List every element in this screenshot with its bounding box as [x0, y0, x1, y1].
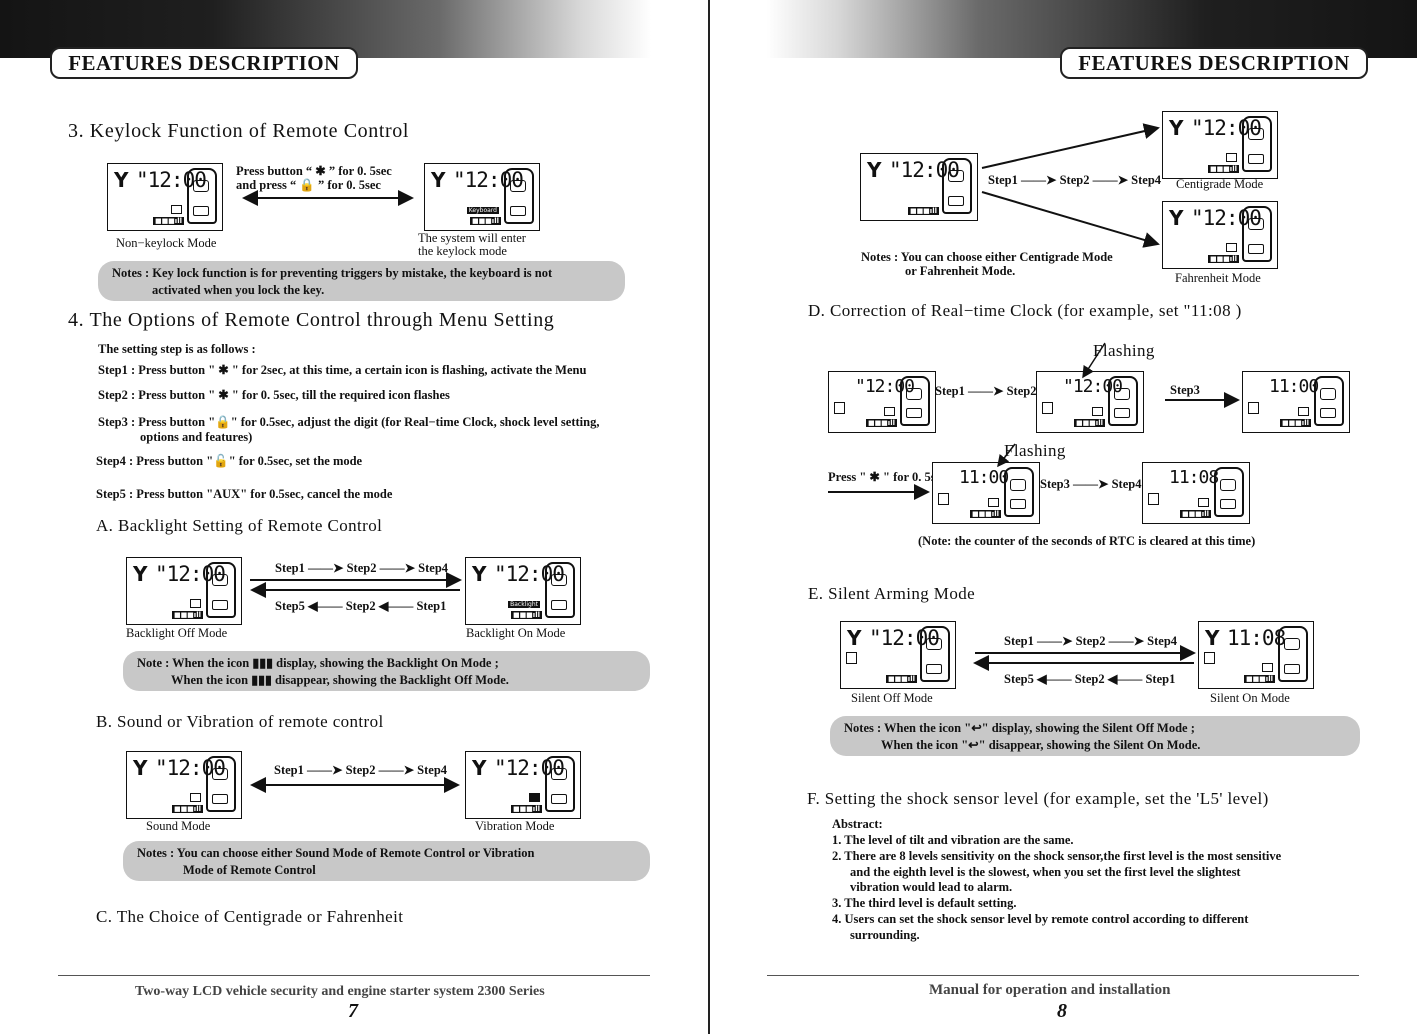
right-arrows	[828, 123, 1240, 671]
silent-off-label: Silent Off Mode	[851, 691, 933, 705]
backlight-steps-back: Step5 ◀—— Step2 ◀—— Step1	[275, 599, 447, 613]
lcd-keylock: Y"12:00 Keyboard■■■ıll	[424, 163, 540, 231]
section-3-title: 3. Keylock Function of Remote Control	[68, 120, 410, 142]
backlight-on-label: Backlight On Mode	[466, 626, 566, 640]
lcd-clock-3: 11:00 ■■■ıll	[1242, 371, 1350, 433]
section-b-title: B. Sound or Vibration of remote control	[96, 712, 384, 731]
clock-step-3: Step3	[1170, 383, 1200, 397]
lcd-temp-start: Y"12:00 ■■■ıll	[860, 153, 978, 221]
silent-steps-forward: Step1 ——➤ Step2 ——➤ Step4	[1004, 634, 1178, 648]
silent-on-label: Silent On Mode	[1210, 691, 1290, 705]
setting-step-4: Step4 : Press button "🔓" for 0.5sec, set…	[96, 454, 363, 468]
setting-step-3-cont: options and features)	[140, 430, 253, 444]
page-number: 8	[1057, 1000, 1067, 1022]
temp-note-2: or Fahrenheit Mode.	[905, 264, 1016, 278]
section-a-title: A. Backlight Setting of Remote Control	[96, 516, 383, 535]
lcd-non-keylock: Y"12:00 ■■■ıll	[107, 163, 223, 231]
temp-note-1: Notes : You can choose either Centigrade…	[861, 250, 1113, 264]
right-page: FEATURES DESCRIPTION Y"12:00 ■■■ıll Step…	[710, 0, 1417, 1034]
sound-label: Sound Mode	[146, 819, 211, 833]
lcd-centigrade: Y"12:00 ■■■ıll	[1162, 111, 1278, 179]
lcd-clock-2: "12:00 ■■■ıll	[1036, 371, 1144, 433]
backlight-note: Note : When the icon ▮▮▮ display, showin…	[123, 651, 650, 691]
non-keylock-label: Non−keylock Mode	[116, 236, 217, 250]
section-c-title: C. The Choice of Centigrade or Fahrenhei…	[96, 907, 404, 926]
abstract-item-2: 2. There are 8 levels sensitivity on the…	[832, 849, 1282, 863]
press-button-half-sec: Press " ✱ " for 0. 5sec	[828, 470, 947, 484]
lcd-backlight-off: Y"12:00 ■■■ıll	[126, 557, 242, 625]
setting-step-1: Step1 : Press button " ✱ " for 2sec, at …	[98, 363, 587, 377]
keylock-enter-1: The system will enter	[418, 231, 526, 245]
sound-steps: Step1 ——➤ Step2 ——➤ Step4	[274, 763, 448, 777]
abstract-item-4: 4. Users can set the shock sensor level …	[832, 912, 1249, 926]
flashing-label-2: Flashing	[1004, 441, 1066, 460]
keylock-press-2: and press “ 🔒 ” for 0. 5sec	[236, 178, 381, 192]
centigrade-label: Centigrade Mode	[1176, 177, 1264, 191]
keylock-note: Notes : Key lock function is for prevent…	[98, 261, 625, 301]
left-arrows	[242, 190, 462, 793]
header-title: FEATURES DESCRIPTION	[50, 47, 358, 79]
temp-steps: Step1 ——➤ Step2 ——➤ Step4	[988, 173, 1162, 187]
clock-steps-1-2: Step1 ——➤ Step2	[935, 384, 1037, 398]
abstract-item-3: 3. The third level is default setting.	[832, 896, 1017, 910]
section-e-title: E. Silent Arming Mode	[808, 584, 976, 603]
lcd-clock-5: 11:08 ■■■ıll	[1142, 462, 1250, 524]
silent-note: Notes : When the icon "↩" display, showi…	[830, 716, 1360, 756]
footer-text: Two-way LCD vehicle security and engine …	[135, 984, 545, 999]
clock-note: (Note: the counter of the seconds of RTC…	[918, 534, 1256, 548]
footer-rule	[767, 975, 1359, 976]
setting-intro: The setting step is as follows :	[98, 342, 256, 356]
setting-step-2: Step2 : Press button " ✱ " for 0. 5sec, …	[98, 388, 450, 402]
keylock-press-1: Press button “ ✱ ” for 0. 5sec	[236, 164, 392, 178]
header-title: FEATURES DESCRIPTION	[1060, 47, 1368, 79]
abstract-item-2-cont: and the eighth level is the slowest, whe…	[850, 865, 1241, 879]
footer-text: Manual for operation and installation	[929, 982, 1171, 998]
abstract-item-1: 1. The level of tilt and vibration are t…	[832, 833, 1074, 847]
section-d-title: D. Correction of Real−time Clock (for ex…	[808, 301, 1242, 320]
keylock-enter-2: the keylock mode	[418, 244, 507, 258]
abstract-item-2-cont-2: vibration would lead to alarm.	[850, 880, 1013, 894]
silent-steps-back: Step5 ◀—— Step2 ◀—— Step1	[1004, 672, 1176, 686]
section-4-title: 4. The Options of Remote Control through…	[68, 309, 555, 331]
left-page: FEATURES DESCRIPTION 3. Keylock Function…	[0, 0, 710, 1034]
clock-steps-3-4: Step3 ——➤ Step4	[1040, 477, 1142, 491]
sound-note: Notes : You can choose either Sound Mode…	[123, 841, 650, 881]
abstract-label: Abstract:	[832, 817, 883, 831]
section-f-title: F. Setting the shock sensor level (for e…	[807, 789, 1269, 808]
lcd-fahrenheit: Y"12:00 ■■■ıll	[1162, 201, 1278, 269]
vibration-label: Vibration Mode	[475, 819, 555, 833]
lcd-backlight-on: Y"12:00 Backlight■■■ıll	[465, 557, 581, 625]
flashing-label-1: Flashing	[1093, 341, 1155, 360]
lcd-sound: Y"12:00 ■■■ıll	[126, 751, 242, 819]
lcd-clock-4: 11:00 ■■■ıll	[932, 462, 1040, 524]
lcd-clock-1: "12:00 ■■■ıll	[828, 371, 936, 433]
fahrenheit-label: Fahrenheit Mode	[1175, 271, 1261, 285]
backlight-off-label: Backlight Off Mode	[126, 626, 228, 640]
footer-rule	[58, 975, 650, 976]
abstract-item-4-cont: surrounding.	[850, 928, 920, 942]
setting-step-5: Step5 : Press button "AUX" for 0.5sec, c…	[96, 487, 393, 501]
lcd-vibration: Y"12:00 ■■■ıll	[465, 751, 581, 819]
backlight-steps-forward: Step1 ——➤ Step2 ——➤ Step4	[275, 561, 449, 575]
setting-step-3: Step3 : Press button "🔒" for 0.5sec, adj…	[98, 415, 600, 429]
page-number: 7	[348, 1000, 358, 1022]
lcd-silent-off: Y"12:00 ■■■ıll	[840, 621, 956, 689]
